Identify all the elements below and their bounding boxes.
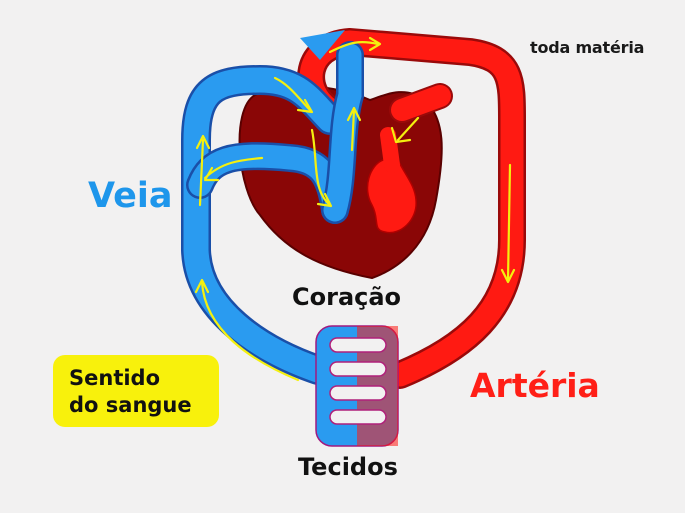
artery-vessel (297, 27, 526, 389)
left-chamber (366, 159, 417, 234)
legend-line-1: Sentido (69, 366, 161, 390)
vein-label: Veia (88, 176, 173, 216)
heart-label: Coração (292, 283, 402, 311)
flow-arrows (194, 36, 516, 382)
tissue-capillaries (315, 325, 399, 447)
legend-box: Sentido do sangue (53, 355, 219, 427)
brand-logo: toda matéria (530, 38, 645, 57)
legend-line-2: do sangue (69, 393, 192, 417)
artery-label: Artéria (470, 366, 600, 405)
tissues-label: Tecidos (298, 453, 398, 481)
